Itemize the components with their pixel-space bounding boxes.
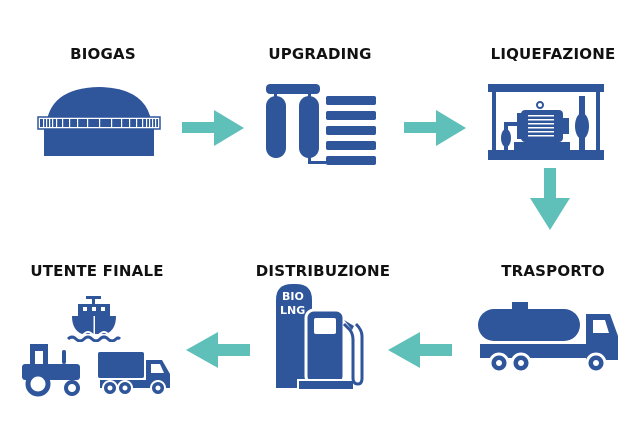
arrow-distribuzione-to-utente-finale <box>186 332 250 368</box>
arrow-upgrading-to-liquefazione <box>404 110 466 146</box>
tractor-icon <box>22 344 80 397</box>
biogas-dome-icon <box>37 87 161 156</box>
arrow-liquefazione-to-trasporto <box>530 168 570 230</box>
stage-label-upgrading: UPGRADING <box>268 45 372 63</box>
ship-icon <box>66 296 122 342</box>
arrow-trasporto-to-distribuzione <box>388 332 452 368</box>
stage-label-liquefazione: LIQUEFAZIONE <box>490 45 616 63</box>
stage-label-trasporto: TRASPORTO <box>501 262 605 280</box>
stage-label-distribuzione: DISTRIBUZIONE <box>255 262 391 280</box>
liquefaction-motor-icon <box>488 84 604 160</box>
pump-text-bio: BIO <box>282 290 304 303</box>
arrow-biogas-to-upgrading <box>182 110 244 146</box>
stage-label-biogas: BIOGAS <box>70 45 136 63</box>
tanker-truck-icon <box>478 302 618 374</box>
truck-icon <box>98 352 170 396</box>
fuel-pump-icon: BIO LNG <box>276 284 366 390</box>
fuel-pump-shape <box>276 284 364 390</box>
stage-label-utente-finale: UTENTE FINALE <box>30 262 164 280</box>
upgrading-tanks-icon <box>266 84 376 165</box>
pump-text-lng: LNG <box>280 304 306 317</box>
